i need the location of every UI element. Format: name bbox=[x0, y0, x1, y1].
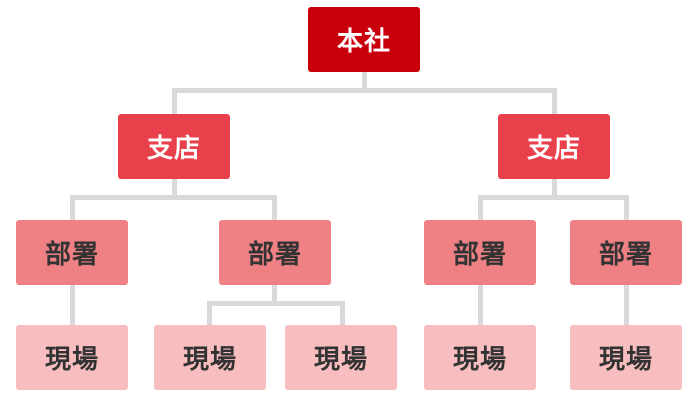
connector bbox=[207, 301, 345, 306]
connector bbox=[272, 195, 277, 220]
site-node: 現場 bbox=[285, 325, 397, 390]
connector bbox=[172, 88, 177, 116]
connector bbox=[478, 195, 628, 200]
connector bbox=[172, 88, 557, 93]
connector bbox=[552, 179, 557, 197]
connector bbox=[478, 285, 483, 325]
connector bbox=[624, 195, 629, 220]
department-node: 部署 bbox=[424, 220, 536, 285]
site-node: 現場 bbox=[424, 325, 536, 390]
connector bbox=[478, 195, 483, 220]
department-node: 部署 bbox=[219, 220, 331, 285]
connector bbox=[70, 195, 75, 220]
department-node: 部署 bbox=[570, 220, 682, 285]
head-office-node: 本社 bbox=[308, 7, 420, 72]
connector bbox=[70, 285, 75, 325]
site-node: 現場 bbox=[154, 325, 266, 390]
branch-node: 支店 bbox=[118, 114, 230, 179]
connector bbox=[552, 88, 557, 116]
connector bbox=[272, 285, 277, 303]
connector bbox=[624, 285, 629, 325]
branch-node: 支店 bbox=[498, 114, 610, 179]
connector bbox=[362, 72, 367, 90]
connector bbox=[340, 301, 345, 325]
site-node: 現場 bbox=[16, 325, 128, 390]
department-node: 部署 bbox=[16, 220, 128, 285]
connector bbox=[172, 179, 177, 197]
site-node: 現場 bbox=[570, 325, 682, 390]
connector bbox=[207, 301, 212, 325]
connector bbox=[70, 195, 277, 200]
